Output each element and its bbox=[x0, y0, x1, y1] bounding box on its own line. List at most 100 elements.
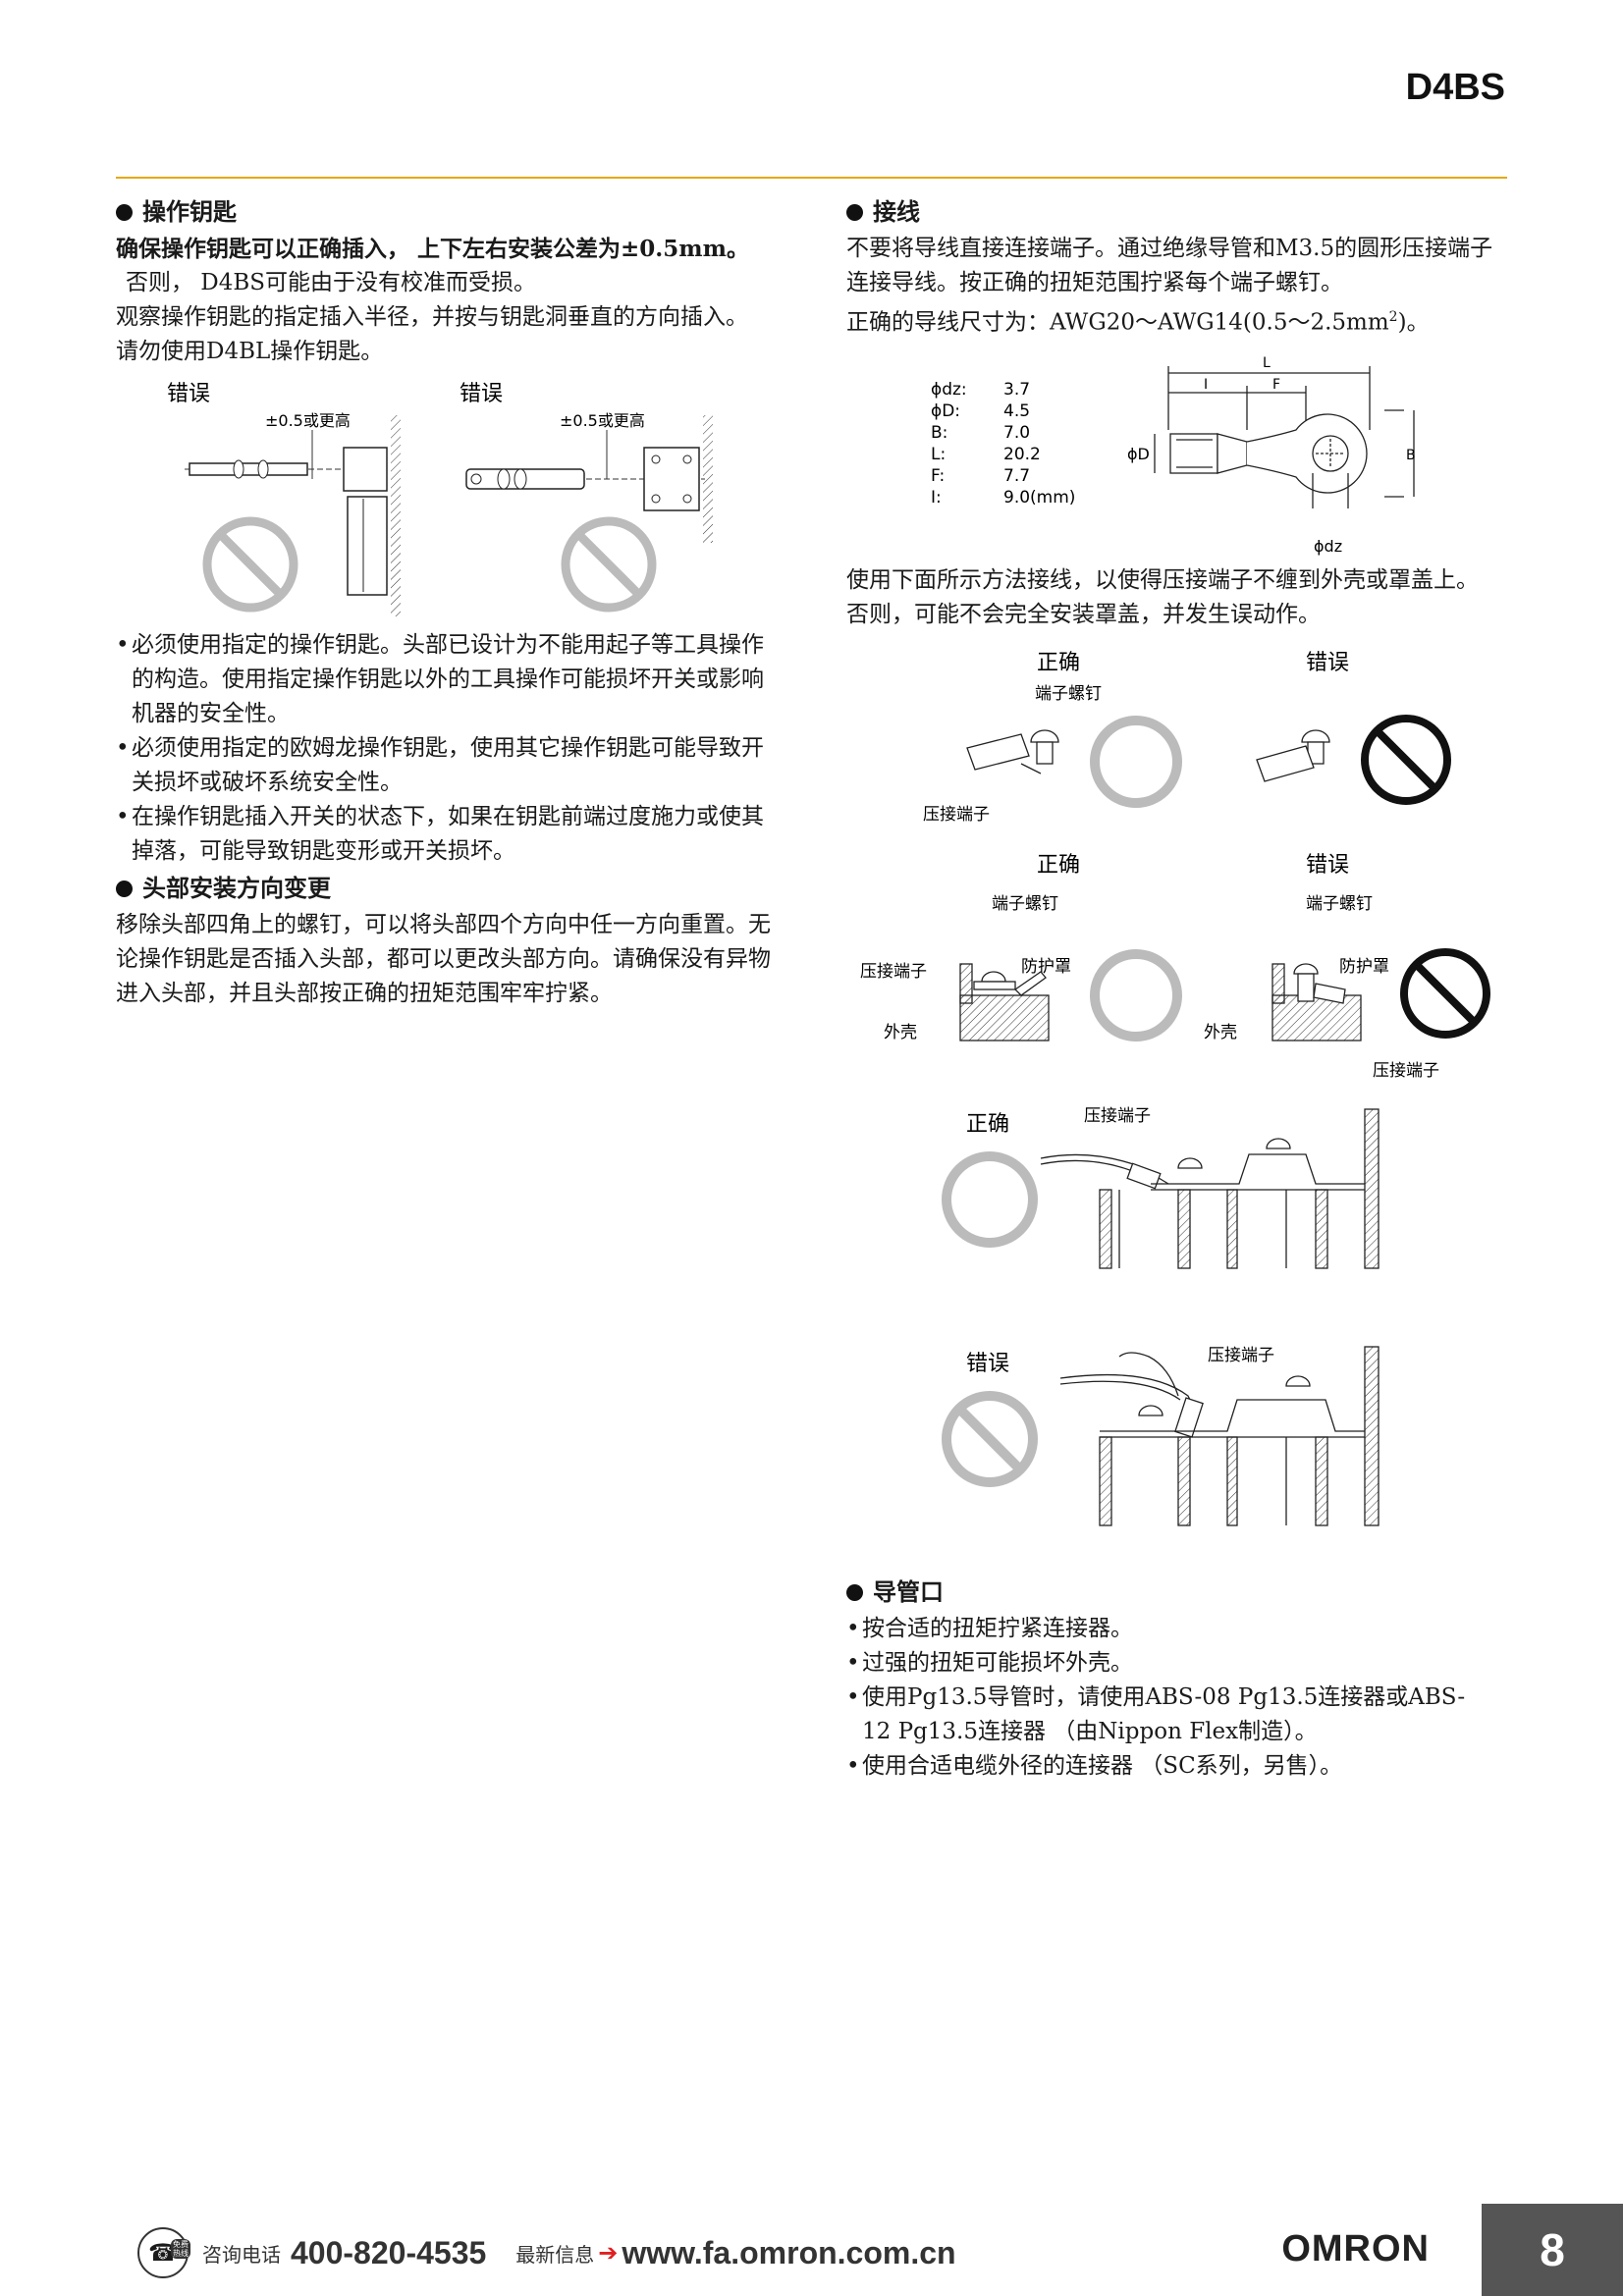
dim-key: I: bbox=[931, 488, 942, 507]
wiring-explanation: 使用下面所示方法接线，以使得压接端子不缠到外壳或罩盖上。 否则，可能不会完全安装… bbox=[846, 563, 1514, 632]
wiring-wrong-figure: 错误 压接端子 bbox=[942, 1346, 1380, 1526]
switch-head-icon bbox=[343, 415, 401, 616]
bullet-dot-icon bbox=[116, 880, 133, 897]
dim-label-phiD: ϕD bbox=[1127, 445, 1150, 463]
tolerance-label: ±0.5或更高 bbox=[560, 411, 645, 430]
phone-icon: ☎ 免费热线 bbox=[137, 2227, 190, 2278]
case-label: 外壳 bbox=[884, 1023, 917, 1042]
bullet-dot-icon bbox=[116, 203, 133, 221]
dim-value: 3.7 bbox=[1003, 380, 1030, 400]
arrow-icon: ➔ bbox=[598, 2239, 619, 2267]
hotline-label: 咨询电话 bbox=[202, 2242, 281, 2267]
terminal-block-icon bbox=[1271, 963, 1362, 1041]
tolerance-label: ±0.5或更高 bbox=[265, 411, 351, 430]
section-heading-key: 操作钥匙 bbox=[116, 194, 784, 230]
terminal-screw-figure: 正确 端子螺钉 压接端子 错误 正确 端子螺钉 压接端子 防护罩 外壳 错误 端… bbox=[860, 651, 1490, 1081]
wrong-label: 错误 bbox=[460, 382, 503, 406]
wiring-correct-figure: 正确 压接端子 bbox=[942, 1106, 1380, 1269]
right-column: 接线 不要将导线直接连接端子。通过绝缘导管和M3.5的圆形压接端子 连接导线。按… bbox=[846, 194, 1514, 341]
list-item: 在操作钥匙插入开关的状态下，如果在钥匙前端过度施力或使其掉落，可能导致钥匙变形或… bbox=[116, 800, 784, 869]
text-line: 不要将导线直接连接端子。通过绝缘导管和M3.5的圆形压接端子 bbox=[846, 236, 1493, 261]
key-insertion-figure: 错误 ±0.5或更高 错误 ±0.5或更高 bbox=[167, 382, 713, 616]
bullet-dot-icon bbox=[846, 203, 863, 221]
ring-terminal-drawing bbox=[1154, 366, 1415, 508]
crimp-terminal-dimensions-figure: ϕdz: 3.7 ϕD: 4.5 B: 7.0 L: 20.2 F: 7.7 I… bbox=[931, 355, 1416, 556]
wrong-label: 错误 bbox=[167, 382, 210, 406]
bullet-dot-icon bbox=[846, 1583, 863, 1601]
case-label: 外壳 bbox=[1204, 1023, 1237, 1042]
screw-label: 端子螺钉 bbox=[1306, 894, 1373, 914]
page-number: 8 bbox=[1482, 2204, 1623, 2296]
list-item: 必须使用指定的欧姆龙操作钥匙，使用其它操作钥匙可能导致开关损坏或破坏系统安全性。 bbox=[116, 731, 784, 800]
prohibited-icon bbox=[561, 516, 657, 613]
guard-label: 防护罩 bbox=[1021, 957, 1071, 977]
dim-key: L: bbox=[931, 445, 946, 464]
crimp-label: 压接端子 bbox=[860, 962, 927, 982]
conduit-list: 按合适的扭矩拧紧连接器。 过强的扭矩可能损坏外壳。 使用Pg13.5导管时，请使… bbox=[846, 1612, 1475, 1784]
news-label: 最新信息 bbox=[515, 2242, 595, 2267]
crimp-label: 压接端子 bbox=[923, 805, 990, 825]
dim-key: ϕD: bbox=[931, 401, 960, 421]
hotline-number: 400-820-4535 bbox=[291, 2234, 487, 2270]
left-column: 操作钥匙 确保操作钥匙可以正确插入， 上下左右安装公差为±0.5mm。 否则， … bbox=[116, 194, 784, 369]
text-line: 请勿使用D4BL操作钥匙。 bbox=[116, 339, 384, 364]
superscript: 2 bbox=[1388, 309, 1398, 325]
key-warnings-list: 必须使用指定的操作钥匙。头部已设计为不能用起子等工具操作的构造。使用指定操作钥匙… bbox=[116, 628, 784, 869]
ok-icon bbox=[942, 1151, 1038, 1248]
conduit-section: 导管口 按合适的扭矩拧紧连接器。 过强的扭矩可能损坏外壳。 使用Pg13.5导管… bbox=[846, 1575, 1514, 1784]
heading-text: 操作钥匙 bbox=[142, 198, 237, 226]
prohibited-icon bbox=[1361, 715, 1451, 805]
section-heading-head: 头部安装方向变更 bbox=[116, 871, 784, 906]
list-item: 使用合适电缆外径的连接器 （SC系列，另售）。 bbox=[846, 1749, 1475, 1784]
dim-key: ϕdz: bbox=[931, 380, 967, 400]
correct-label: 正确 bbox=[1037, 853, 1080, 878]
hotline-badge: 免费热线 bbox=[171, 2239, 190, 2259]
prohibited-icon bbox=[942, 1391, 1038, 1487]
text-line: 否则， D4BS可能由于没有校准而受损。 bbox=[126, 270, 537, 295]
dim-value: 4.5 bbox=[1003, 401, 1030, 421]
list-item: 按合适的扭矩拧紧连接器。 bbox=[846, 1612, 1475, 1646]
text-line: 连接导线。按正确的扭矩范围拧紧每个端子螺钉。 bbox=[846, 270, 1343, 295]
left-column-lower: 必须使用指定的操作钥匙。头部已设计为不能用起子等工具操作的构造。使用指定操作钥匙… bbox=[116, 628, 784, 1011]
crimp-label: 压接端子 bbox=[1373, 1061, 1439, 1081]
dim-value: 20.2 bbox=[1003, 445, 1041, 464]
footer-contact: ☎ 免费热线 咨询电话 400-820-4535 最新信息 ➔ www.fa.o… bbox=[137, 2223, 956, 2282]
dim-key: F: bbox=[931, 466, 945, 486]
heading-text: 导管口 bbox=[873, 1578, 944, 1606]
key-tolerance-note: 确保操作钥匙可以正确插入， 上下左右安装公差为±0.5mm。 bbox=[116, 236, 749, 262]
wire-size-line: 正确的导线尺寸为：AWG20～AWG14(0.5～2.5mm2)。 bbox=[846, 300, 1514, 341]
list-item: 过强的扭矩可能损坏外壳。 bbox=[846, 1646, 1475, 1681]
wrong-label: 错误 bbox=[1306, 651, 1349, 675]
crimp-label: 压接端子 bbox=[1084, 1106, 1151, 1126]
text-line: 否则，可能不会完全安装罩盖，并发生误动作。 bbox=[846, 602, 1321, 627]
dim-label-phidz: ϕdz bbox=[1314, 537, 1342, 556]
prohibited-icon bbox=[202, 516, 298, 613]
website-link[interactable]: www.fa.omron.com.cn bbox=[622, 2234, 956, 2270]
correct-label: 正确 bbox=[1037, 651, 1080, 675]
prohibited-icon bbox=[1400, 948, 1490, 1039]
terminal-block-drawing bbox=[1059, 1346, 1380, 1526]
crimp-label: 压接端子 bbox=[1208, 1346, 1274, 1365]
dim-label-F: F bbox=[1272, 377, 1280, 393]
dim-key: B: bbox=[931, 423, 947, 443]
list-item: 使用Pg13.5导管时，请使用ABS-08 Pg13.5连接器或ABS-12 P… bbox=[846, 1681, 1475, 1749]
text-line: 使用下面所示方法接线，以使得压接端子不缠到外壳或罩盖上。 bbox=[846, 567, 1479, 593]
header-rule bbox=[116, 177, 1507, 179]
text-line: 观察操作钥匙的指定插入半径，并按与钥匙洞垂直的方向插入。 bbox=[116, 304, 748, 330]
correct-label: 正确 bbox=[966, 1112, 1009, 1137]
heading-text: 接线 bbox=[873, 198, 920, 226]
screw-icon bbox=[966, 729, 1059, 774]
list-item: 必须使用指定的操作钥匙。头部已设计为不能用起子等工具操作的构造。使用指定操作钥匙… bbox=[116, 628, 784, 731]
wrong-label: 错误 bbox=[966, 1352, 1009, 1376]
dim-label-B: B bbox=[1406, 448, 1416, 463]
dimension-table: ϕdz: 3.7 ϕD: 4.5 B: 7.0 L: 20.2 F: 7.7 I… bbox=[931, 380, 1075, 507]
screw-icon bbox=[1256, 729, 1330, 782]
heading-text: 头部安装方向变更 bbox=[142, 875, 331, 902]
wrong-label: 错误 bbox=[1306, 853, 1349, 878]
wire-size-suffix: )。 bbox=[1397, 309, 1430, 336]
section-heading-conduit: 导管口 bbox=[846, 1575, 1514, 1610]
omron-logo: OMRON bbox=[1281, 2228, 1430, 2269]
dim-label-I: I bbox=[1204, 377, 1208, 393]
model-title: D4BS bbox=[1405, 67, 1505, 108]
terminal-block-icon bbox=[959, 963, 1050, 1041]
